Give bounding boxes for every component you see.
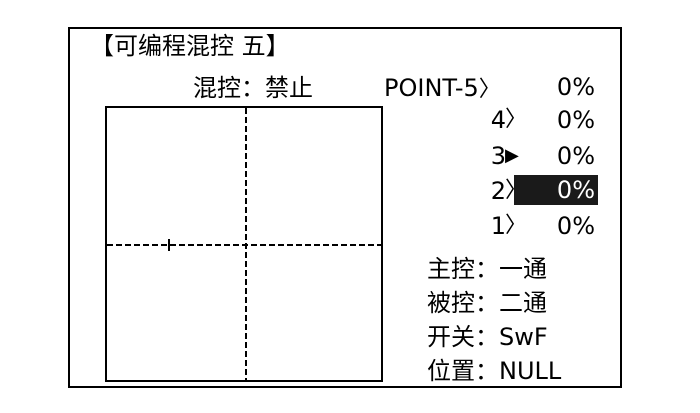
point-2-value-selected[interactable]: 0% xyxy=(514,175,598,205)
mix-status[interactable]: 混控：禁止 xyxy=(193,74,313,102)
point-4-label: 4 xyxy=(490,106,506,134)
switch-row[interactable]: 开关：SwF xyxy=(427,323,548,351)
mix-curve-svg xyxy=(107,108,381,380)
point-2-label: 2 xyxy=(490,177,506,205)
point-4-value[interactable]: 0% xyxy=(556,106,595,134)
master-label: 主控： xyxy=(427,255,499,283)
page-title: 【可编程混控 五】 xyxy=(90,32,290,60)
point-1-arrow-icon: 〉 xyxy=(505,213,528,238)
point-4-arrow-icon: 〉 xyxy=(505,107,528,132)
position-row[interactable]: 位置：NULL xyxy=(427,357,561,385)
point-5-value[interactable]: 0% xyxy=(556,73,595,101)
mix-value[interactable]: 禁止 xyxy=(265,74,313,102)
point-5-row[interactable]: POINT-5〉 xyxy=(384,74,501,104)
mix-label: 混控： xyxy=(193,74,265,102)
slave-label: 被控： xyxy=(427,289,499,317)
point-5-arrow-icon: 〉 xyxy=(478,77,501,102)
point-1-label: 1 xyxy=(490,212,506,240)
point-3-value[interactable]: 0% xyxy=(556,142,595,170)
slave-channel-row[interactable]: 被控：二通 xyxy=(427,289,547,317)
position-label: 位置： xyxy=(427,357,499,385)
screen-frame xyxy=(68,27,622,388)
master-value[interactable]: 一通 xyxy=(499,255,547,283)
position-value[interactable]: NULL xyxy=(499,357,562,385)
point-3-active-arrow-icon: ▶ xyxy=(505,145,519,166)
mix-curve-graph xyxy=(105,106,383,382)
point-1-value[interactable]: 0% xyxy=(556,212,595,240)
slave-value[interactable]: 二通 xyxy=(499,289,547,317)
point-3-label: 3 xyxy=(490,142,506,170)
switch-value[interactable]: SwF xyxy=(499,323,548,351)
point-5-label: POINT-5 xyxy=(384,74,479,102)
master-channel-row[interactable]: 主控：一通 xyxy=(427,255,547,283)
switch-label: 开关： xyxy=(427,323,499,351)
